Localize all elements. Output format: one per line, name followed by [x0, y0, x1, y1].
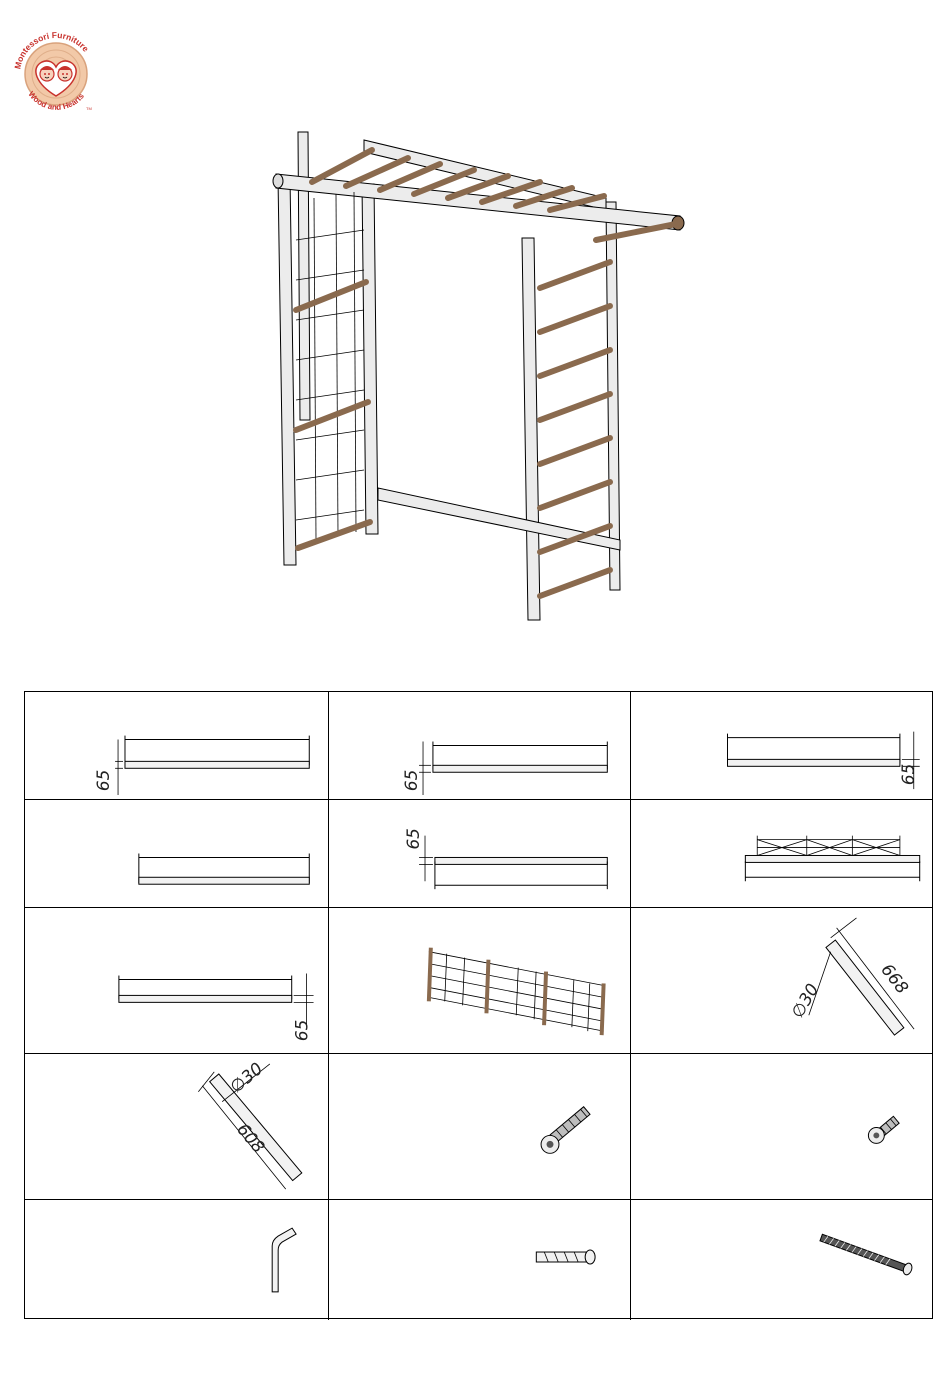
part-cell-14 [329, 1200, 631, 1320]
long-bolt-icon [329, 1054, 630, 1199]
part-9-length: 668 [877, 960, 913, 998]
part-cell-5: 65 [329, 800, 631, 908]
part-9-diameter: ∅30 [787, 980, 822, 1021]
part-cell-4 [25, 800, 329, 908]
part-3-dim: 65 [898, 764, 918, 785]
part-cell-11 [329, 1054, 631, 1200]
wood-screw-icon [631, 1200, 933, 1320]
part-10-length: 608 [233, 1119, 269, 1157]
part-cell-7: 65 [25, 908, 329, 1054]
part-7-dim: 65 [292, 1020, 312, 1041]
part-cell-1: 65 [25, 692, 329, 800]
part-cell-8 [329, 908, 631, 1054]
logo-tm: TM [86, 106, 92, 111]
assembled-climbing-frame [260, 120, 700, 630]
part-cell-13 [25, 1200, 329, 1320]
wall-anchor-icon [329, 1200, 630, 1320]
brand-logo: Montessori Furniture Wood and Hearts TM [6, 22, 106, 122]
short-bolt-icon [631, 1054, 933, 1199]
part-5-dim: 65 [403, 828, 423, 849]
part-cell-2: 65 [329, 692, 631, 800]
part-cell-15 [631, 1200, 933, 1320]
part-cell-12 [631, 1054, 933, 1200]
part-1-dim: 65 [93, 770, 113, 791]
parts-table: 65 65 65 [24, 691, 933, 1319]
part-cell-6 [631, 800, 933, 908]
part-2-dim: 65 [401, 770, 421, 791]
part-cell-10: 608 ∅30 [25, 1054, 329, 1200]
allen-key-icon [25, 1200, 328, 1320]
part-cell-3: 65 [631, 692, 933, 800]
part-cell-9: 668 ∅30 [631, 908, 933, 1054]
